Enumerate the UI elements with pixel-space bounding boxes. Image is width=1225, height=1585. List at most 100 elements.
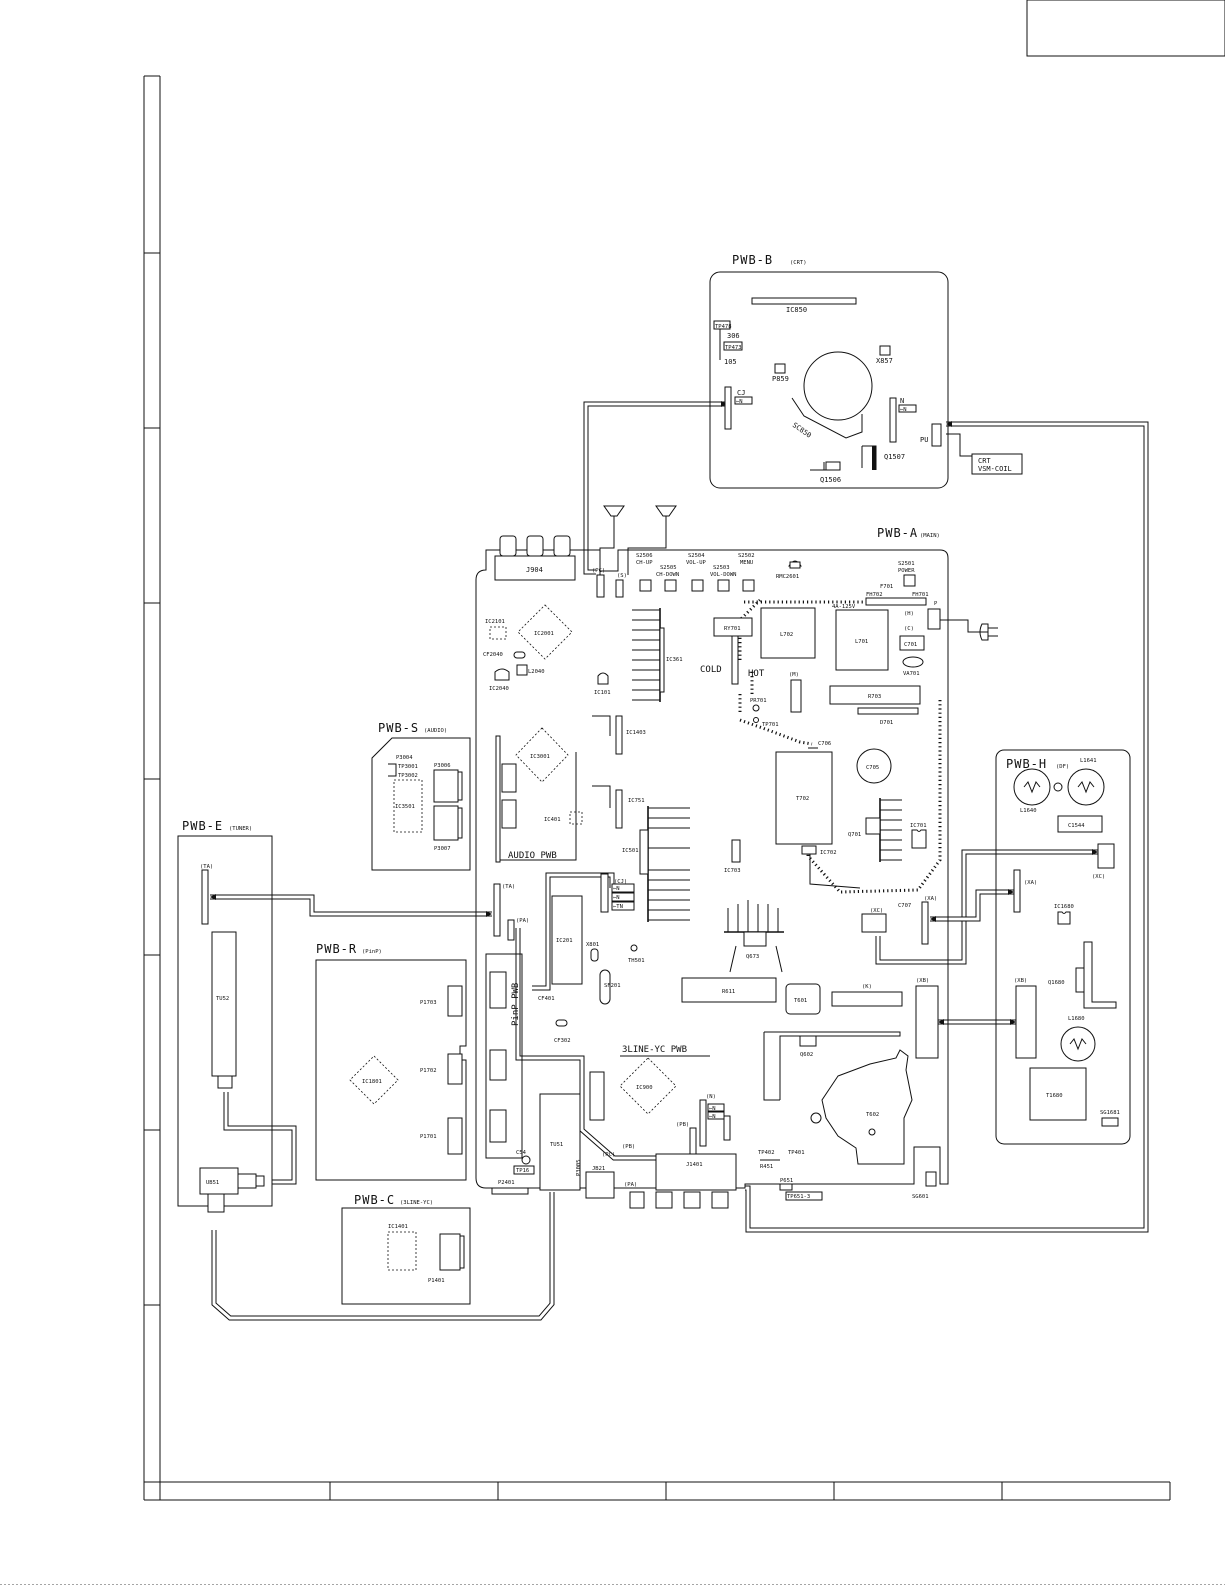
cf302-label: CF302 — [554, 1038, 571, 1044]
switch-vol-up — [691, 579, 704, 592]
sf201-label: SF201 — [604, 983, 621, 989]
label-105: 105 — [724, 358, 737, 366]
pwb-c-title: PWB-C — [354, 1193, 395, 1207]
l701-label: L701 — [855, 639, 868, 645]
cf401-label: CF401 — [538, 996, 555, 1002]
ic3501-label: IC3501 — [395, 804, 415, 810]
l2040-label: L2040 — [528, 669, 545, 675]
ic702-label: IC702 — [820, 850, 837, 856]
r611-resistor — [681, 977, 777, 1003]
ic701-label: IC701 — [910, 823, 927, 829]
n-label-b: N — [900, 397, 904, 405]
f701-label: F701 — [880, 584, 893, 590]
yc-pwb-label: 3LINE-YC PWB — [622, 1045, 687, 1055]
s2505-label: S2505 — [660, 565, 677, 571]
c707-label: C707 — [898, 903, 911, 909]
pwb-e-title: PWB-E — [182, 819, 223, 833]
xc-connector-main — [861, 913, 887, 933]
xc-connector-h — [1097, 843, 1115, 869]
wire-harnesses — [210, 401, 1149, 1321]
c1544-label: C1544 — [1068, 823, 1085, 829]
switch-power — [903, 574, 916, 587]
ta-label-tuner: (TA) — [200, 864, 213, 870]
l1641-label: L1641 — [1080, 758, 1097, 764]
n-arrow-main-2: ⇐N — [709, 1114, 716, 1120]
pr701-label: PR701 — [750, 698, 767, 704]
xb-label-main: (XB) — [916, 978, 929, 984]
p2401-label: P2401 — [498, 1180, 515, 1186]
pu-label: PU — [920, 436, 928, 444]
ta-connector-main — [493, 883, 501, 937]
xc-label-main: (XC) — [870, 908, 883, 914]
ic201-label: IC201 — [556, 938, 573, 944]
pa-label-main: (PA) — [516, 918, 529, 924]
speaker-icon — [655, 505, 677, 517]
ic501-label: IC501 — [622, 848, 639, 854]
p1702-label: P1702 — [420, 1068, 437, 1074]
tu51-label: TU51 — [550, 1142, 563, 1148]
s2504-function: VOL-UP — [686, 560, 707, 566]
l702-label: L702 — [780, 632, 793, 638]
label-306: 306 — [727, 332, 740, 340]
p859-label: P859 — [772, 375, 789, 383]
ic201-chip — [551, 895, 583, 985]
l1640-coil — [1013, 768, 1051, 806]
t601-label: T601 — [794, 998, 807, 1004]
cold-area-label: COLD — [700, 665, 722, 675]
fuse-rating-label: 4A-125V — [832, 604, 856, 610]
pc-label: (PC) — [592, 568, 605, 574]
p3006-label: P3006 — [434, 763, 451, 769]
pwb-r-pinp-board: PWB-R (PinP) P1703 P1702 P1701 IC1801 — [315, 942, 467, 1181]
c701-label: C701 — [904, 642, 917, 648]
ic1401-chip — [387, 1231, 417, 1271]
ic1801-label: IC1801 — [362, 1079, 382, 1085]
s2501-label: S2501 — [898, 561, 915, 567]
xb-connector-main — [915, 985, 939, 1059]
pwb-s-audio-board: PWB-S (AUDIO) P3004 TP3001 TP3002 P3006 … — [371, 721, 471, 871]
ic850-label: IC850 — [786, 306, 807, 314]
pwb-s-subtitle: (AUDIO) — [424, 728, 447, 734]
tp3001-label: TP3001 — [398, 764, 418, 770]
pwb-r-outline — [315, 959, 467, 1181]
s2506-function: CH-UP — [636, 560, 653, 566]
pwb-e-subtitle: (TUNER) — [229, 826, 252, 832]
tp651-label: TP651-3 — [787, 1194, 810, 1200]
q1507-label: Q1507 — [884, 453, 905, 461]
l1680-label: L1680 — [1068, 1016, 1085, 1022]
r611-label: R611 — [722, 989, 735, 995]
r703-resistor — [829, 685, 921, 705]
pwb-c-yc-board: PWB-C (3LINE-YC) IC1401 P1401 — [341, 1193, 471, 1305]
tu52-label: TU52 — [216, 996, 229, 1002]
pwb-r-title: PWB-R — [316, 942, 357, 956]
l1641-coil — [1067, 768, 1105, 806]
p3007-label: P3007 — [434, 846, 451, 852]
ta-label-main: (TA) — [502, 884, 515, 890]
j1401-jack — [655, 1153, 737, 1191]
p1401-label: P1401 — [428, 1278, 445, 1284]
c54-label: C54 — [516, 1150, 527, 1156]
ic3501-chip — [393, 779, 423, 833]
cable-arrows — [210, 401, 1098, 1025]
rmc2601-label: RMC2601 — [776, 574, 799, 580]
t1680-label: T1680 — [1046, 1093, 1063, 1099]
s2506-label: S2506 — [636, 553, 653, 559]
ic401-label: IC401 — [544, 817, 561, 823]
ic1401-label: IC1401 — [388, 1224, 408, 1230]
r451-label: R451 — [760, 1164, 773, 1170]
q602-label: Q602 — [800, 1052, 813, 1058]
cj-label-main: (CJ) — [614, 879, 627, 885]
s2505-function: CH-DOWN — [656, 572, 679, 578]
tp16-label: TP16 — [516, 1168, 529, 1174]
n-label-main: (N) — [706, 1094, 716, 1100]
q1506-label: Q1506 — [820, 476, 841, 484]
speakers — [603, 505, 677, 520]
t1680-transformer — [1029, 1067, 1087, 1121]
switch-ch-down — [664, 579, 677, 592]
ic361-heatsink — [632, 608, 665, 702]
h-label: (H) — [904, 611, 914, 617]
cj-arrow-2: ⇐N — [613, 895, 620, 901]
xa-connector-h — [1013, 869, 1021, 913]
pwb-e-outline — [177, 835, 273, 1207]
ic361-label: IC361 — [666, 657, 683, 663]
c706-label: C706 — [818, 741, 831, 747]
